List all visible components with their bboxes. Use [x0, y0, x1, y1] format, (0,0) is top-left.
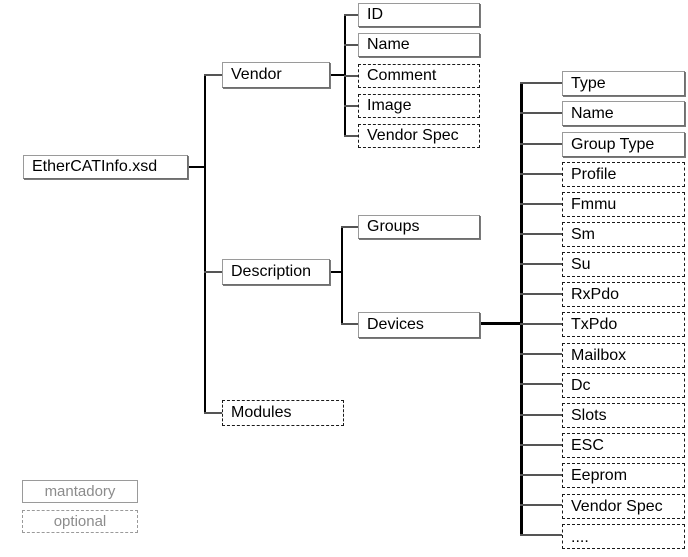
node-device-slots[interactable]: Slots — [562, 403, 685, 428]
node-device-sm[interactable]: Sm — [562, 222, 685, 247]
connector-devices-to-rxpdo — [520, 293, 562, 295]
node-label: Fmmu — [571, 195, 617, 213]
connector-devices-to-eeprom — [520, 474, 562, 476]
connector-root-trunk — [204, 75, 206, 414]
connector-devices-to-sm — [520, 233, 562, 235]
connector-devices-to-mailbox — [520, 353, 562, 355]
node-label: Description — [231, 263, 312, 280]
legend-mandatory: mantadory — [22, 480, 138, 503]
node-label: Vendor — [231, 66, 282, 83]
node-label: Sm — [571, 225, 595, 243]
node-description[interactable]: Description — [222, 259, 330, 285]
node-device-eeprom[interactable]: Eeprom — [562, 463, 685, 488]
connector-description-to-devices — [341, 323, 359, 325]
node-label: Name — [367, 36, 410, 53]
node-label: Mailbox — [571, 346, 627, 364]
connector-devices-to-esc — [520, 444, 562, 446]
node-label: Su — [571, 255, 591, 273]
node-label: Image — [367, 97, 412, 114]
connector-devices-stub — [480, 322, 522, 325]
connector-devices-to-su — [520, 263, 562, 265]
node-label: Comment — [367, 67, 437, 84]
node-device-type[interactable]: Type — [562, 71, 685, 96]
node-label: Slots — [571, 406, 607, 424]
node-vendor-id[interactable]: ID — [358, 3, 480, 27]
node-device-name[interactable]: Name — [562, 101, 685, 126]
node-device-dc[interactable]: Dc — [562, 373, 685, 398]
node-label: EtherCATInfo.xsd — [32, 158, 158, 175]
node-ethercatinfo-xsd[interactable]: EtherCATInfo.xsd — [23, 155, 188, 179]
node-device-esc[interactable]: ESC — [562, 433, 685, 458]
node-label: Profile — [571, 165, 617, 183]
node-vendor[interactable]: Vendor — [222, 62, 330, 88]
connector-vendor-stub — [330, 74, 345, 76]
node-device-su[interactable]: Su — [562, 252, 685, 277]
connector-devices-to-profile — [520, 173, 562, 175]
node-vendor-vendor-spec[interactable]: Vendor Spec — [358, 124, 480, 148]
connector-devices-to-dc — [520, 383, 562, 385]
connector-devices-trunk — [520, 82, 523, 534]
node-device-group-type[interactable]: Group Type — [562, 132, 685, 157]
node-label: Name — [571, 104, 614, 122]
node-label: TxPdo — [571, 315, 618, 333]
node-label: Eeprom — [571, 466, 628, 484]
node-label: RxPdo — [571, 285, 620, 303]
connector-devices-to-fmmu — [520, 203, 562, 205]
connector-devices-to-slots — [520, 414, 562, 416]
connector-root-to-vendor — [204, 74, 223, 76]
legend-optional: optional — [22, 510, 138, 533]
node-label: Groups — [367, 218, 420, 235]
node-label: Modules — [231, 404, 292, 421]
legend-label: optional — [53, 513, 107, 530]
node-label: ID — [367, 6, 383, 23]
node-label: Vendor Spec — [367, 127, 459, 144]
node-label: Vendor Spec — [571, 497, 663, 515]
node-device-fmmu[interactable]: Fmmu — [562, 192, 685, 217]
connector-vendor-to-vendorspec — [344, 135, 359, 137]
legend-label: mantadory — [44, 483, 116, 500]
node-label: Dc — [571, 376, 591, 394]
node-vendor-image[interactable]: Image — [358, 94, 480, 118]
connector-vendor-to-comment — [344, 75, 359, 77]
connector-vendor-to-id — [344, 14, 359, 16]
connector-vendor-to-name — [344, 44, 359, 46]
connector-vendor-to-image — [344, 105, 359, 107]
node-device-rxpdo[interactable]: RxPdo — [562, 282, 685, 307]
connector-devices-to-vendorspec — [520, 504, 562, 506]
node-label: Group Type — [571, 135, 655, 153]
connector-root-stub — [188, 166, 205, 168]
node-label: Devices — [367, 316, 424, 333]
connector-devices-to-type — [520, 82, 562, 84]
node-groups[interactable]: Groups — [358, 215, 480, 239]
node-vendor-name[interactable]: Name — [358, 33, 480, 57]
node-vendor-comment[interactable]: Comment — [358, 64, 480, 88]
connector-root-to-modules — [204, 412, 223, 414]
node-device-more[interactable]: .... — [562, 524, 685, 549]
connector-devices-to-more — [520, 534, 562, 536]
node-label: Type — [571, 74, 606, 92]
connector-root-to-description — [204, 271, 223, 273]
connector-description-stub — [330, 271, 343, 273]
node-device-txpdo[interactable]: TxPdo — [562, 312, 685, 337]
node-label: ESC — [571, 436, 604, 454]
node-device-mailbox[interactable]: Mailbox — [562, 343, 685, 368]
node-devices[interactable]: Devices — [358, 312, 480, 338]
connector-description-to-groups — [341, 226, 359, 228]
node-device-profile[interactable]: Profile — [562, 162, 685, 187]
connector-devices-to-txpdo — [520, 323, 562, 325]
node-modules[interactable]: Modules — [222, 400, 344, 426]
node-device-vendor-spec[interactable]: Vendor Spec — [562, 494, 685, 519]
node-label: .... — [571, 529, 589, 546]
connector-devices-to-name — [520, 112, 562, 114]
connector-description-trunk — [341, 226, 343, 325]
connector-devices-to-group-type — [520, 143, 562, 145]
